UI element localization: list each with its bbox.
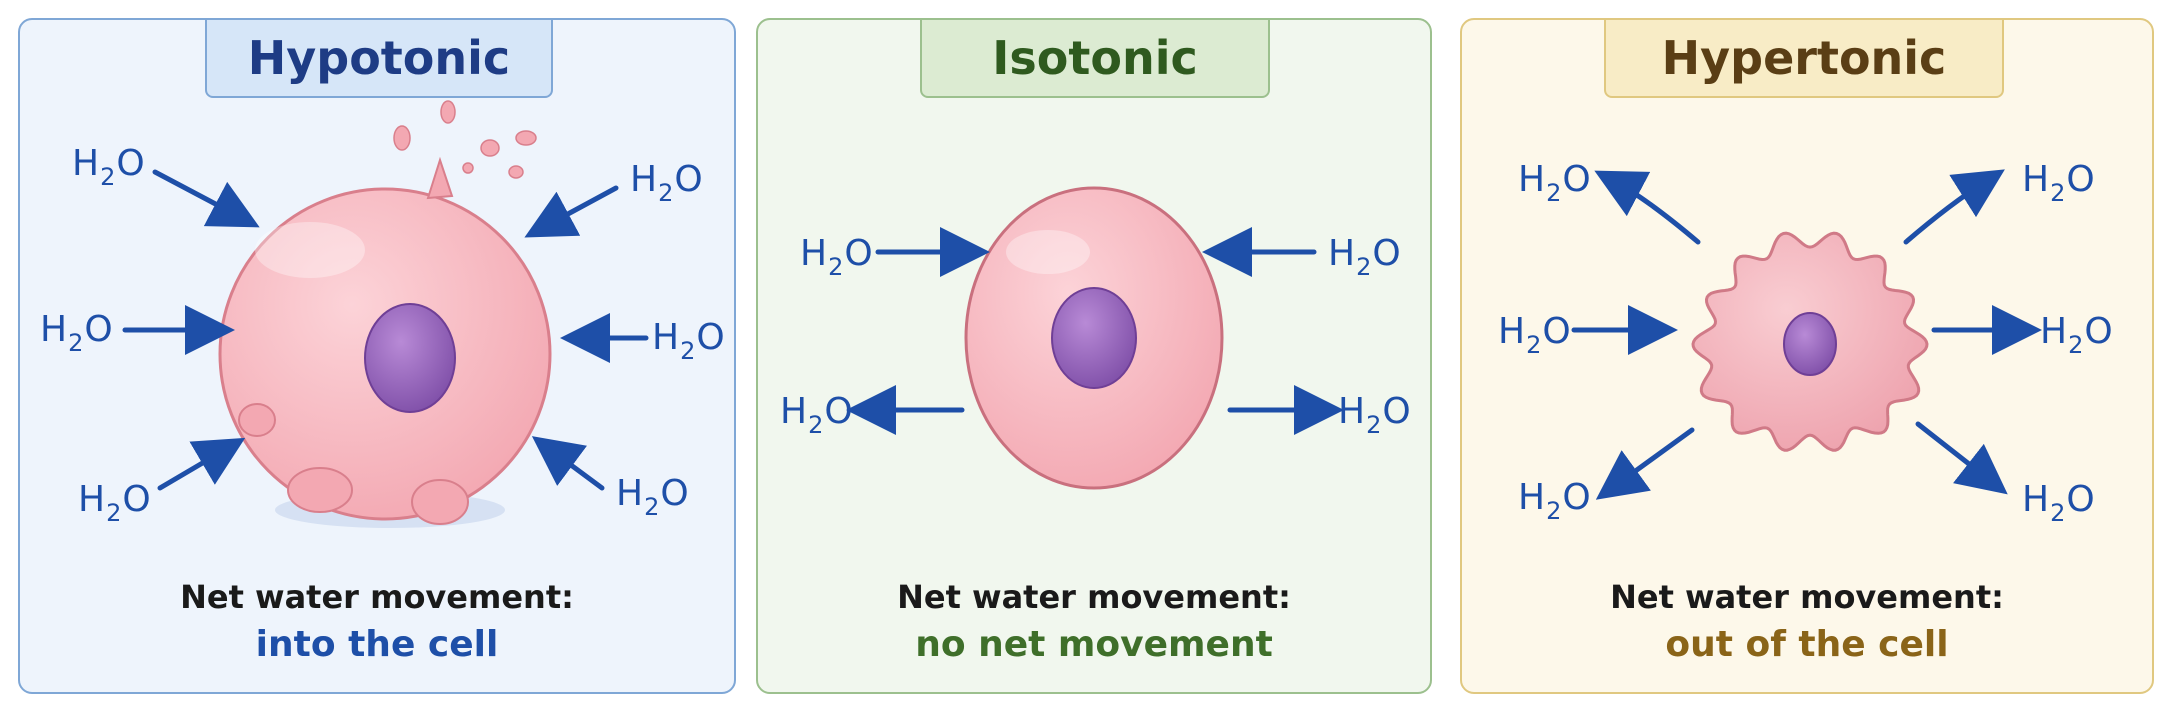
panel-title-box: Isotonic <box>920 20 1270 98</box>
nucleus <box>1783 312 1837 376</box>
water-label: H2O <box>1518 159 1591 207</box>
hypotonic-illustration <box>122 100 649 528</box>
arrow-in-3 <box>157 437 246 491</box>
water-label: H2O <box>2022 159 2095 207</box>
caption-direction: no net movement <box>915 624 1273 665</box>
water-label: H2O <box>2040 311 2113 359</box>
water-label: H2O <box>630 159 703 207</box>
caption-direction: out of the cell <box>1665 624 1949 665</box>
panel-title-box: Hypotonic <box>205 20 553 98</box>
panel-hypotonic: Hypotonic H2O H2O H2O H2O H2O H2O Net wa… <box>18 18 736 694</box>
arrow-in-6 <box>531 436 605 491</box>
nucleus <box>364 303 456 413</box>
arrow-out-4 <box>1903 169 2005 245</box>
arrow-out-1 <box>1594 170 1701 245</box>
arrow-in-1 <box>152 169 260 228</box>
nucleus <box>1051 287 1137 389</box>
panel-title: Hypertonic <box>1661 31 1947 85</box>
panel-isotonic: Isotonic H2O H2O H2O H2O Net water movem… <box>756 18 1432 694</box>
water-label: H2O <box>1498 311 1571 359</box>
arrow-in-4 <box>524 185 619 238</box>
water-label: H2O <box>652 317 725 365</box>
arrow-out-6 <box>1915 421 2008 495</box>
water-label: H2O <box>800 233 873 281</box>
panel-title-box: Hypertonic <box>1604 20 2004 98</box>
water-label: H2O <box>1328 233 1401 281</box>
caption-direction: into the cell <box>255 624 499 665</box>
water-label: H2O <box>616 473 689 521</box>
water-label: H2O <box>40 309 113 357</box>
panel-title: Isotonic <box>992 31 1198 85</box>
hypertonic-illustration <box>1571 169 2042 500</box>
isotonic-illustration <box>846 186 1344 490</box>
caption-header: Net water movement: <box>180 578 574 616</box>
caption-header: Net water movement: <box>1610 578 2004 616</box>
water-label: H2O <box>2022 479 2095 527</box>
panel-title: Hypotonic <box>247 31 511 85</box>
caption-header: Net water movement: <box>897 578 1291 616</box>
water-label: H2O <box>72 143 145 191</box>
water-label: H2O <box>78 479 151 527</box>
water-label: H2O <box>1338 391 1411 439</box>
water-label: H2O <box>780 391 853 439</box>
burst-droplets <box>393 100 537 179</box>
water-label: H2O <box>1518 477 1591 525</box>
arrow-out-3 <box>1595 427 1695 500</box>
panel-hypertonic: Hypertonic H2O H2O H2O H2O H2O H2O Net w… <box>1460 18 2154 694</box>
